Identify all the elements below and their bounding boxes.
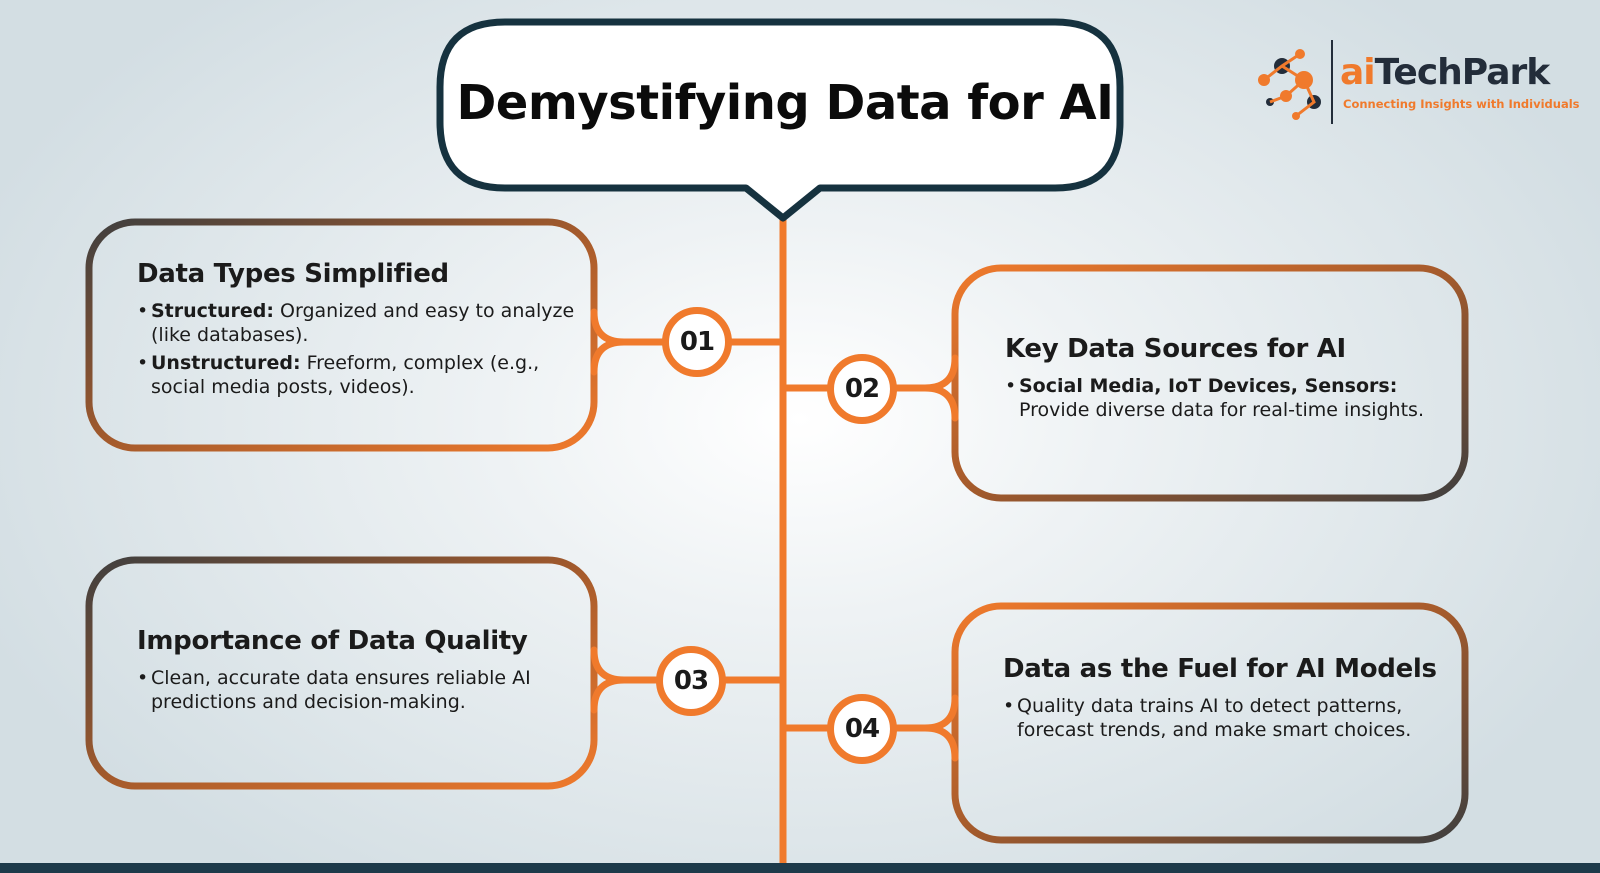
page-title: Demystifying Data for AI xyxy=(456,75,1114,131)
bullet-list: •Quality data trains AI to detect patter… xyxy=(1003,694,1443,742)
bullet-list: •Social Media, IoT Devices, Sensors: Pro… xyxy=(1005,374,1445,422)
card-01: Data Types Simplified •Structured: Organ… xyxy=(137,259,577,403)
bullet-text: Organized and easy to analyze (like data… xyxy=(151,300,575,346)
connector-04 xyxy=(924,694,959,762)
card-frame-02 xyxy=(951,264,1469,502)
bullet-text: Provide diverse data for real-time insig… xyxy=(1019,399,1424,421)
card-title: Importance of Data Quality xyxy=(137,626,528,656)
card-title: Data as the Fuel for AI Models xyxy=(1003,654,1437,684)
card-frame-01 xyxy=(85,218,598,452)
list-item: •Social Media, IoT Devices, Sensors: Pro… xyxy=(1005,375,1424,421)
bullet-term: Structured: xyxy=(151,300,274,322)
card-title: Data Types Simplified xyxy=(137,259,449,289)
brand-tagline: Connecting Insights with Individuals xyxy=(1343,97,1580,111)
card-04: Data as the Fuel for AI Models •Quality … xyxy=(1003,654,1443,746)
card-03: Importance of Data Quality •Clean, accur… xyxy=(137,626,557,718)
brand-name-suffix: TechPark xyxy=(1374,52,1551,93)
list-item: •Clean, accurate data ensures reliable A… xyxy=(137,667,531,713)
bullet-list: •Structured: Organized and easy to analy… xyxy=(137,299,577,399)
connector-02 xyxy=(924,354,959,422)
connector-01 xyxy=(590,308,625,376)
footer-bar xyxy=(0,863,1600,873)
bullet-text: Freeform, complex (e.g., social media po… xyxy=(151,352,540,398)
list-item: •Unstructured: Freeform, complex (e.g., … xyxy=(137,352,540,398)
step-badge-01: 01 xyxy=(662,307,732,377)
brand-name-prefix: ai xyxy=(1340,52,1376,93)
card-02: Key Data Sources for AI •Social Media, I… xyxy=(1005,334,1445,426)
step-badge-02: 02 xyxy=(827,354,897,424)
bullet-text: Clean, accurate data ensures reliable AI… xyxy=(151,667,531,713)
card-title: Key Data Sources for AI xyxy=(1005,334,1346,364)
list-item: •Quality data trains AI to detect patter… xyxy=(1003,695,1412,741)
bullet-term: Social Media, IoT Devices, Sensors: xyxy=(1019,375,1398,397)
card-frame-04 xyxy=(951,602,1469,844)
bullet-list: •Clean, accurate data ensures reliable A… xyxy=(137,666,557,714)
brand-name: aiTechPark xyxy=(1340,52,1551,93)
bullet-text: Quality data trains AI to detect pattern… xyxy=(1017,695,1412,741)
connector-03 xyxy=(590,646,625,714)
title-bubble xyxy=(436,18,1124,222)
step-badge-04: 04 xyxy=(827,694,897,764)
step-badge-03: 03 xyxy=(656,646,726,716)
bullet-term: Unstructured: xyxy=(151,352,301,374)
list-item: •Structured: Organized and easy to analy… xyxy=(137,300,575,346)
card-frame-03 xyxy=(85,556,598,790)
brand-logo-icon xyxy=(1258,40,1333,124)
